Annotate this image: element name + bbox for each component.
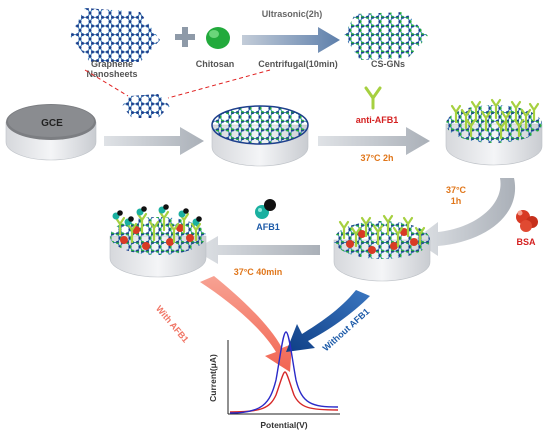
- chitosan-label: Chitosan: [196, 59, 235, 69]
- incubation-40min-label: 37°C 40min: [234, 267, 283, 277]
- bsa-protein-icon: [516, 210, 538, 232]
- bsa-label: BSA: [516, 237, 536, 247]
- process-arrow-1: [104, 127, 204, 155]
- dashed-connector-right: [167, 69, 271, 99]
- without-afb1-curve: [229, 331, 339, 414]
- with-afb1-curve: [229, 371, 339, 413]
- cs-gns-label: CS-GNs: [371, 59, 405, 69]
- voltammogram-plot: [227, 331, 340, 415]
- ultrasonic-label: Ultrasonic(2h): [262, 9, 323, 19]
- process-arrow-3: [414, 178, 516, 256]
- cs-gns-composite-icon: [344, 12, 428, 60]
- process-arrow-4: [194, 236, 320, 264]
- dashed-connector-left: [84, 69, 129, 97]
- anti-afb1-label: anti-AFB1: [356, 115, 399, 125]
- x-axis-label: Potential(V): [260, 420, 307, 430]
- centrifugal-label: Centrifugal(10min): [258, 59, 338, 69]
- graphene-nanosheet-icon: [70, 8, 160, 62]
- antibody-modified-electrode: [445, 98, 543, 166]
- afb1-label: AFB1: [256, 222, 280, 232]
- afb1-molecule-icon: [255, 199, 276, 219]
- chitosan-sphere-icon: [206, 27, 230, 49]
- without-afb1-arrow: [286, 290, 370, 352]
- cs-gns-modified-electrode: [211, 105, 309, 167]
- antibody-icon: [364, 86, 382, 110]
- afb1-bound-electrode: [109, 204, 207, 278]
- with-afb1-label: With AFB1: [154, 304, 191, 345]
- incubation-2h-label: 37°C 2h: [360, 153, 393, 163]
- gce-label: GCE: [41, 118, 63, 129]
- plus-icon: [175, 27, 195, 47]
- gce-electrode-disc: [5, 104, 97, 161]
- with-afb1-arrow: [200, 276, 292, 372]
- nanosheets-label: Nanosheets: [86, 69, 137, 79]
- mix-arrow: [242, 27, 340, 53]
- process-arrow-2: [318, 127, 430, 155]
- bsa-blocked-electrode: [333, 214, 431, 282]
- incubation-1h-label: 1h: [451, 196, 462, 206]
- incubation-37c-label: 37°C: [446, 185, 467, 195]
- small-graphene-icon: [122, 94, 170, 118]
- graphene-label: Graphene: [91, 59, 133, 69]
- y-axis-label: Current(μA): [208, 354, 218, 402]
